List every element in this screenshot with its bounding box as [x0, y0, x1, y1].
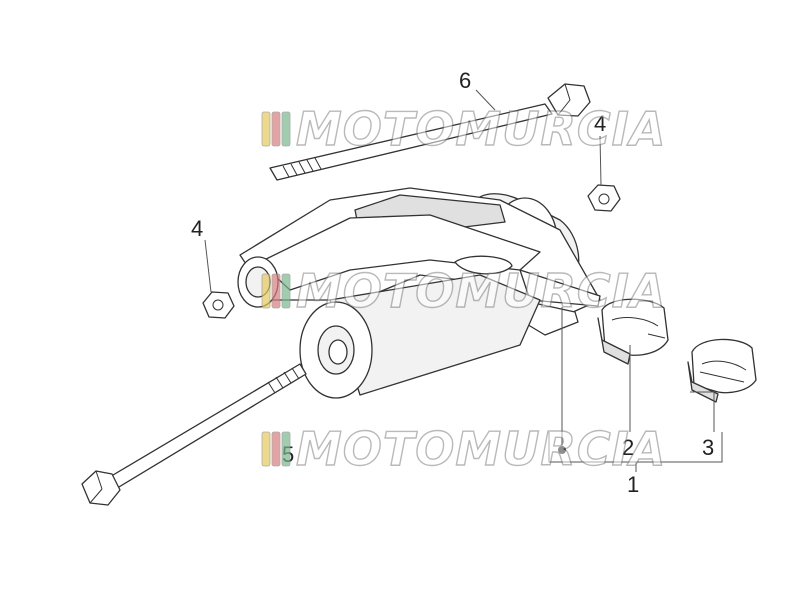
bolt-upper — [269, 83, 591, 181]
watermark-logo-text: MOTOMURCIA — [296, 264, 666, 318]
connector-dot — [558, 446, 566, 454]
nut-left — [202, 291, 235, 319]
watermark-logo-text: MOTOMURCIA — [296, 422, 666, 476]
watermark-top: MOTOMURCIA — [261, 101, 666, 157]
watermark-stripe — [271, 111, 281, 147]
callout-4-right: 4 — [594, 111, 606, 136]
callout-2: 2 — [622, 435, 634, 460]
clip-part-2 — [597, 298, 669, 365]
callout-6: 6 — [459, 68, 471, 93]
watermark-stripe — [281, 273, 291, 309]
leader-lines — [204, 89, 723, 472]
nut-right — [587, 184, 621, 212]
watermark-stripe — [261, 273, 271, 309]
watermark-bottom: MOTOMURCIA — [261, 421, 666, 477]
watermark-stripe — [261, 431, 271, 467]
watermark-middle: MOTOMURCIA — [261, 263, 666, 319]
watermark-stripe — [281, 431, 291, 467]
clip-part-3 — [687, 338, 757, 403]
bolt-lower — [81, 363, 307, 506]
watermark-stripe — [271, 431, 281, 467]
watermark-stripe — [271, 273, 281, 309]
watermark-stripe — [281, 111, 291, 147]
swing-arm — [237, 187, 601, 399]
callout-3: 3 — [702, 435, 714, 460]
callout-4-left: 4 — [191, 216, 203, 241]
watermark-logo-text: MOTOMURCIA — [296, 102, 666, 156]
callout-1: 1 — [627, 472, 639, 497]
watermark-stripe — [261, 111, 271, 147]
